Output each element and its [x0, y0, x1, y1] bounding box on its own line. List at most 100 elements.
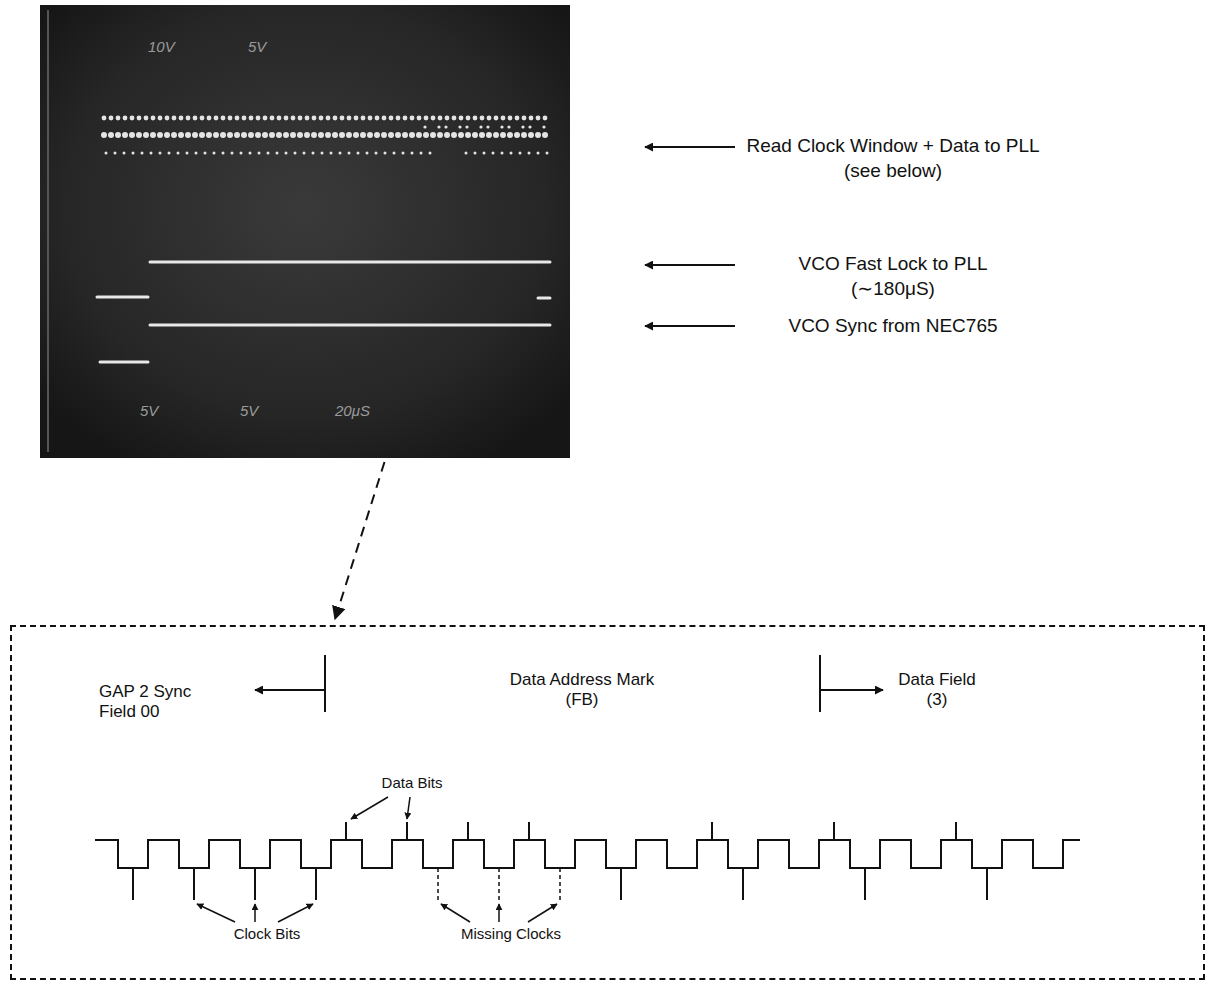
trace-dot — [101, 132, 107, 138]
trace-dot — [465, 125, 468, 128]
trace-dot — [276, 132, 282, 138]
read-window-trace — [102, 116, 548, 121]
callout-arrow — [645, 146, 735, 148]
trace-dot — [123, 116, 128, 121]
trace-dot — [312, 152, 315, 155]
trace-dot — [458, 125, 461, 128]
trace-dot — [348, 152, 351, 155]
trace-dot — [157, 132, 163, 138]
trace-dot — [429, 152, 432, 155]
clock-bit — [254, 868, 256, 900]
clock-bit — [742, 868, 744, 900]
trace-dot — [136, 132, 142, 138]
trace-dot — [444, 125, 447, 128]
trace-dot — [537, 152, 540, 155]
trace-dot — [396, 116, 401, 121]
trace-dot — [270, 116, 275, 121]
trace-dot — [222, 152, 225, 155]
clock-bit — [620, 868, 622, 900]
trace-dot — [480, 116, 485, 121]
clock-bit — [193, 868, 195, 900]
missing-clock — [498, 868, 500, 900]
trace-dot — [200, 116, 205, 121]
trace-dot — [472, 132, 478, 138]
trace-dot — [474, 152, 477, 155]
trace-dot — [102, 116, 107, 121]
trace-dot — [258, 152, 261, 155]
trace-dot — [151, 116, 156, 121]
trace-dot — [437, 132, 443, 138]
trace-dot — [123, 152, 126, 155]
trace-dot — [199, 132, 205, 138]
bit-label: Data Bits — [367, 774, 457, 792]
trace-dot — [521, 132, 527, 138]
trace-dot — [249, 152, 252, 155]
clock-bit — [132, 868, 134, 900]
trace-dot — [375, 116, 380, 121]
timebase-label: 20μS — [335, 402, 405, 420]
trace-dot — [326, 116, 331, 121]
field-separator — [324, 655, 326, 712]
trace-dot — [179, 116, 184, 121]
trace-dot — [185, 132, 191, 138]
trace-dot — [465, 132, 471, 138]
trace-dot — [347, 116, 352, 121]
trace-dot — [339, 132, 345, 138]
trace-dot — [500, 132, 506, 138]
trace-dot — [522, 116, 527, 121]
clock-bit — [315, 868, 317, 900]
trace-dot — [486, 125, 489, 128]
trace-dot — [249, 116, 254, 121]
trace-dot — [115, 132, 121, 138]
trace-dot — [227, 132, 233, 138]
trace-dot — [177, 152, 180, 155]
clock-bit — [864, 868, 866, 900]
trace-dot — [389, 116, 394, 121]
trace-dot — [325, 132, 331, 138]
field-arrow — [820, 689, 883, 691]
mfm-waveform — [95, 822, 1080, 900]
square-wave — [95, 840, 1080, 868]
trace-dot — [165, 116, 170, 121]
trace-dot — [290, 132, 296, 138]
trace-dot — [479, 132, 485, 138]
data-bit — [345, 822, 347, 840]
trace-dot — [137, 116, 142, 121]
trace-dot — [263, 116, 268, 121]
data-bit — [711, 822, 713, 840]
trace-dot — [409, 132, 415, 138]
trace-dot — [431, 116, 436, 121]
trace-dot — [109, 116, 114, 121]
callout-arrow — [645, 325, 735, 327]
trace-dot — [241, 132, 247, 138]
data-bit — [833, 822, 835, 840]
trace-dot — [423, 132, 429, 138]
data-bit — [955, 822, 957, 840]
trace-dot — [501, 116, 506, 121]
trace-dot — [204, 152, 207, 155]
missing-clock — [437, 868, 439, 900]
trace-dot — [276, 152, 279, 155]
trace-dot — [105, 152, 108, 155]
trace-dot — [388, 132, 394, 138]
read-data-sparse — [423, 125, 545, 128]
trace-dot — [494, 116, 499, 121]
trace-dot — [304, 132, 310, 138]
trace-dot — [116, 116, 121, 121]
trace-dot — [291, 116, 296, 121]
trace-dot — [168, 152, 171, 155]
leader-line — [498, 904, 500, 922]
trace-dot — [318, 132, 324, 138]
trace-dot — [528, 132, 534, 138]
leader-line — [278, 904, 313, 922]
trace-dot — [214, 116, 219, 121]
trace-dot — [411, 152, 414, 155]
trace-dot — [507, 132, 513, 138]
data-bit — [406, 822, 408, 840]
trace-dot — [403, 116, 408, 121]
scale-label: 5V — [140, 402, 190, 420]
trace-dot — [543, 116, 548, 121]
trace-dot — [256, 116, 261, 121]
trace-dot — [283, 132, 289, 138]
vco-trace — [97, 296, 148, 299]
